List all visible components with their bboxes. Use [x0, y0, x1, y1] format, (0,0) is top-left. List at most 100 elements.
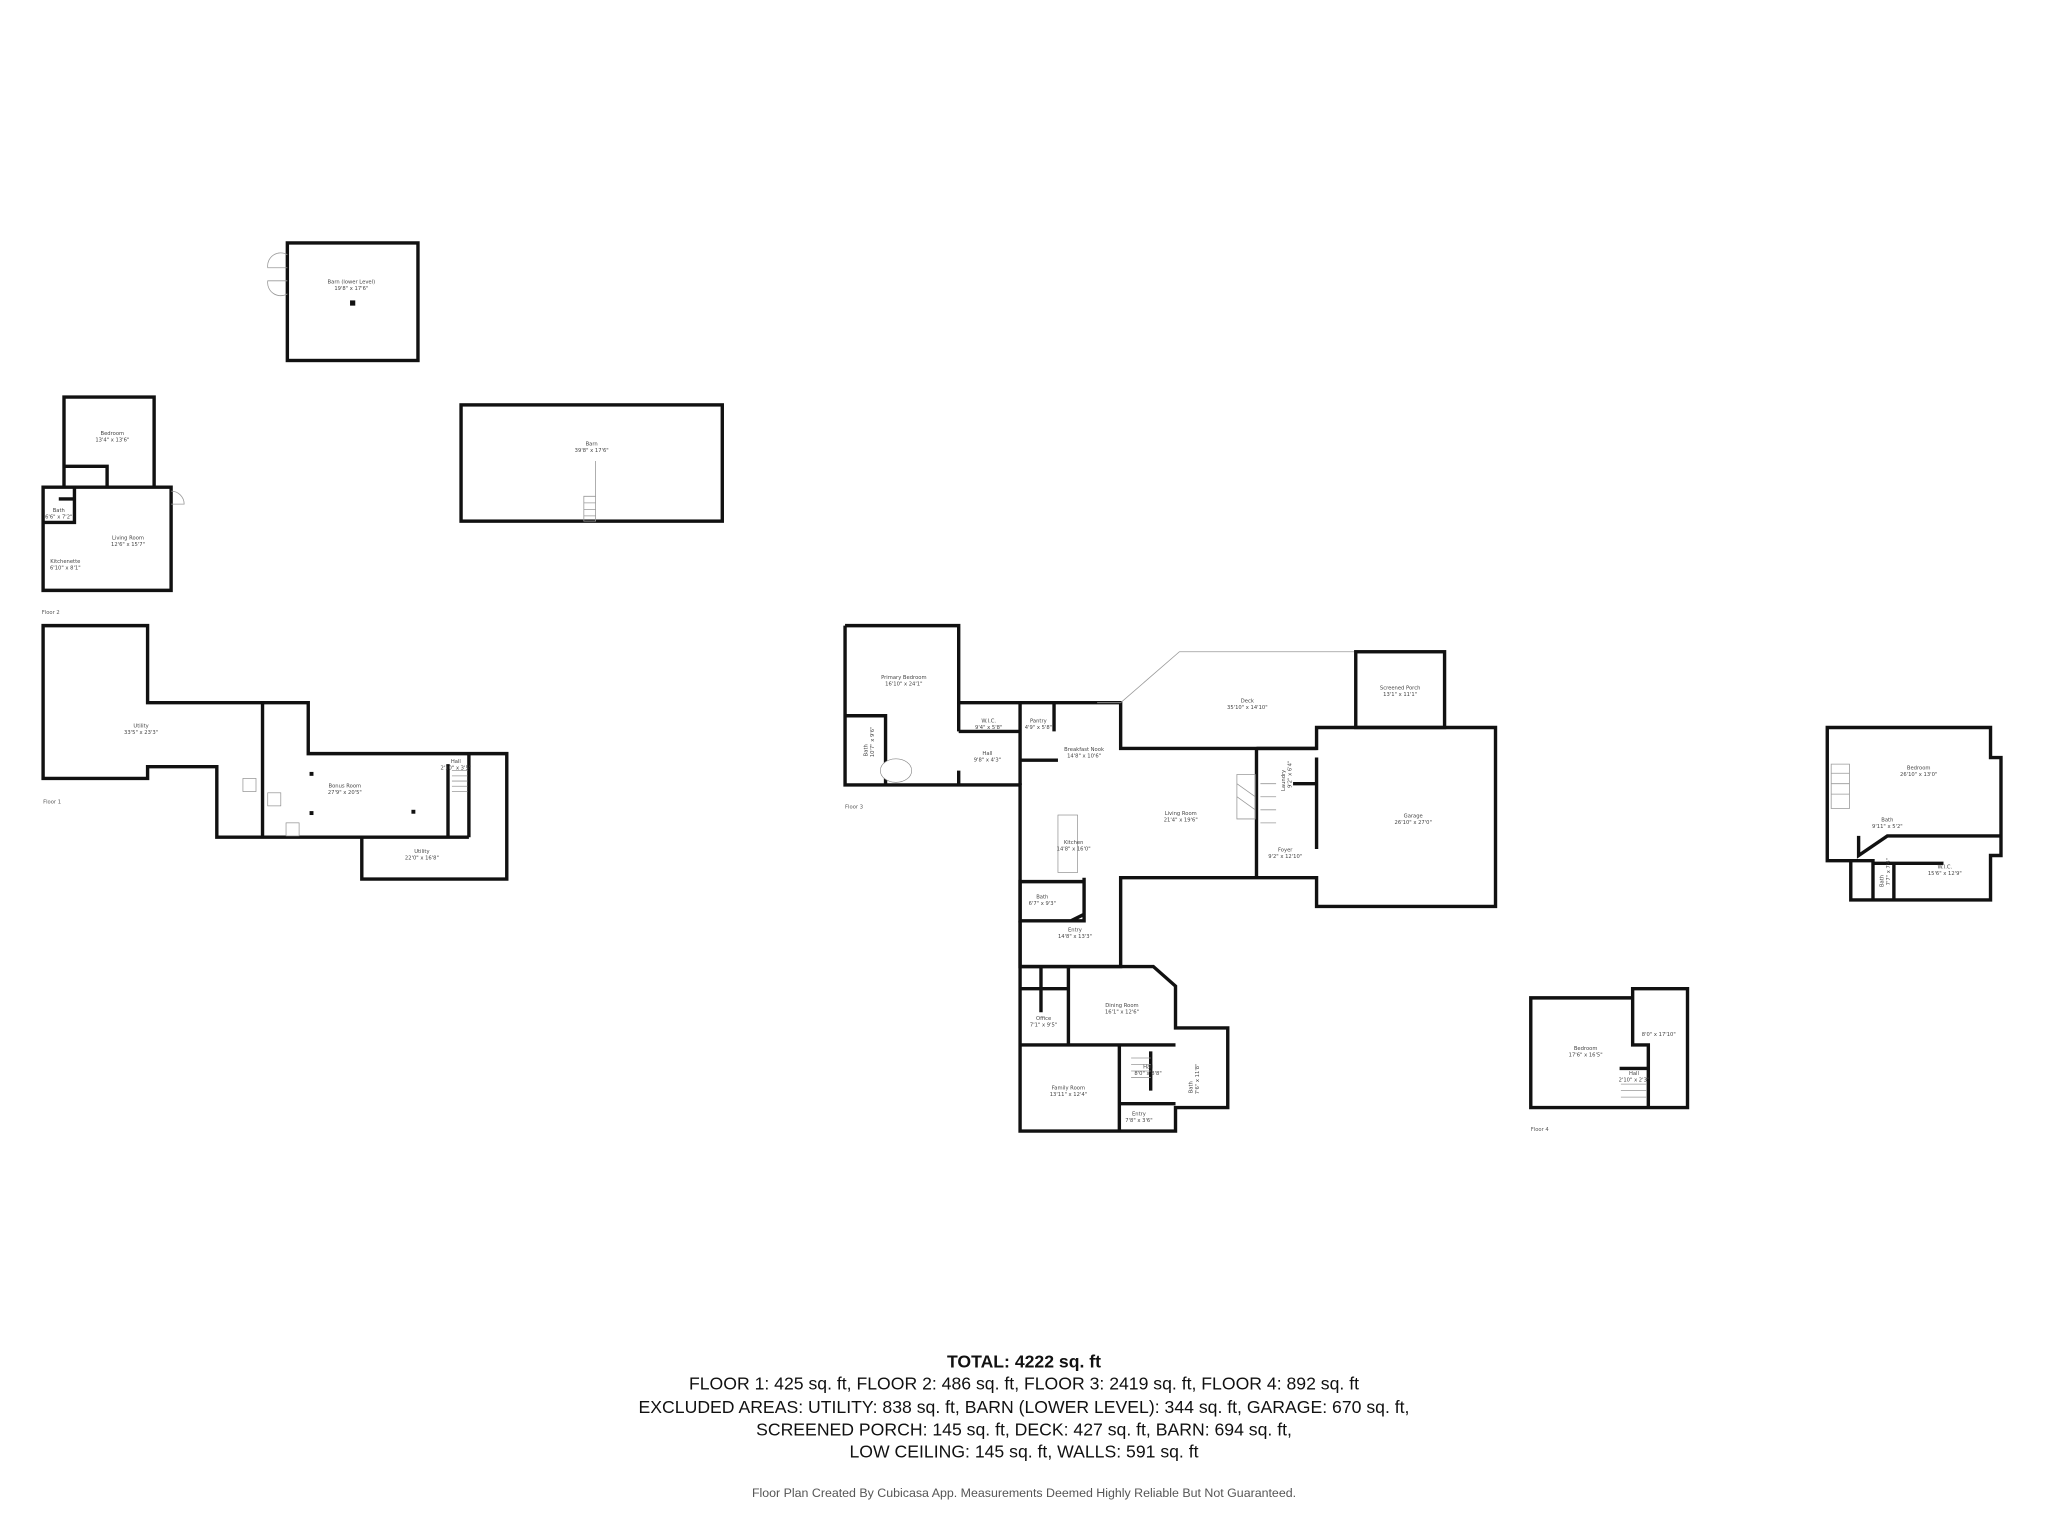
room-dims: 14'8" x 13'3": [1058, 934, 1092, 940]
room-dims: 17'6" x 16'5": [1569, 1053, 1603, 1059]
room-name: Hall: [1629, 1071, 1639, 1077]
total-area: TOTAL: 4222 sq. ft: [947, 1352, 1101, 1372]
room-dims: 13'1" x 11'1": [1383, 692, 1417, 698]
room-dims: 10'7" x 9'6": [870, 727, 876, 758]
disclaimer: Floor Plan Created By Cubicasa App. Meas…: [752, 1486, 1296, 1500]
room-name: Breakfast Nook: [1064, 747, 1104, 753]
svg-text:Barn (lower Level)19'8" x 17'6: Barn (lower Level)19'8" x 17'6": [328, 279, 376, 292]
room-name: Screened Porch: [1380, 686, 1421, 692]
room-dims: 7'1" x 9'5": [1030, 1023, 1057, 1029]
summary-line: LOW CEILING: 145 sq. ft, WALLS: 591 sq. …: [849, 1442, 1198, 1462]
room-dims: 8'0" x 17'10": [1642, 1032, 1676, 1038]
room-dims: 35'10" x 14'10": [1227, 705, 1268, 711]
svg-text:Bath7'7" x 7'4": Bath7'7" x 7'4": [1879, 858, 1892, 887]
room-name: Deck: [1241, 699, 1254, 705]
svg-text:Bath10'7" x 9'6": Bath10'7" x 9'6": [863, 727, 876, 758]
room-name: Living Room: [112, 535, 144, 541]
room-name: W.I.C.: [981, 718, 996, 724]
floor-label: Floor 1: [43, 799, 61, 805]
room-name: Entry: [1068, 927, 1082, 933]
room-name: Garage: [1404, 814, 1423, 820]
room-dims: 27'9" x 20'5": [328, 790, 362, 796]
room-name: Hall: [982, 751, 992, 757]
room-dims: 6'6" x 7'2": [45, 515, 72, 521]
room-name: Hall: [451, 759, 461, 765]
room-name: Laundry: [1281, 770, 1287, 791]
room-name: Kitchenette: [50, 559, 80, 565]
room-dims: 2'10" x 3'5": [440, 765, 471, 771]
room-dims: 16'1" x 12'6": [1105, 1010, 1139, 1016]
room-name: Dining Room: [1105, 1003, 1138, 1009]
room-dims: 26'10" x 13'0": [1900, 772, 1937, 778]
room-dims: 9'8" x 4'3": [974, 757, 1001, 763]
room-name: Pantry: [1030, 718, 1047, 724]
room-dims: 26'10" x 27'0": [1395, 820, 1432, 826]
svg-text:Laundry9'2" x 6'4": Laundry9'2" x 6'4": [1281, 761, 1294, 791]
room-dims: 6'7" x 9'3": [1029, 901, 1056, 907]
room-dims: 14'8" x 10'6": [1067, 754, 1101, 760]
room-name: Living Room: [1165, 811, 1197, 817]
room-name: W.I.C.: [1937, 865, 1952, 871]
room-dims: 9'4" x 5'8": [975, 725, 1002, 731]
room-dims: 7'7" x 7'4": [1886, 858, 1892, 885]
room-dims: 39'8" x 17'6": [575, 448, 609, 454]
room-dims: 9'11" x 5'2": [1872, 824, 1903, 830]
room-name: Bedroom: [1907, 765, 1931, 771]
room-name: Bath: [1188, 1081, 1194, 1093]
svg-text:W.I.C.15'6" x 12'9": W.I.C.15'6" x 12'9": [1928, 865, 1962, 878]
summary-line: EXCLUDED AREAS: UTILITY: 838 sq. ft, BAR…: [639, 1397, 1410, 1417]
room-dims: 22'0" x 16'8": [405, 855, 439, 861]
summary-line: SCREENED PORCH: 145 sq. ft, DECK: 427 sq…: [756, 1419, 1292, 1439]
svg-text:W.I.C.9'4" x 5'8": W.I.C.9'4" x 5'8": [975, 718, 1002, 731]
room-name: Bath: [1036, 895, 1048, 901]
summary-line: FLOOR 1: 425 sq. ft, FLOOR 2: 486 sq. ft…: [689, 1374, 1359, 1394]
floor-label: Floor 4: [1531, 1127, 1550, 1133]
room-name: Bedroom: [101, 431, 125, 437]
floor-label: Floor 3: [845, 804, 863, 810]
floor-label: Floor 2: [42, 610, 60, 616]
barn-lower-level: Barn (lower Level)19'8" x 17'6": [267, 241, 420, 363]
room-dims: 4'9" x 5'8": [1025, 725, 1052, 731]
room-dims: 7'8" x 3'6": [1125, 1118, 1152, 1124]
room-name: Barn: [586, 441, 598, 447]
room-dims: 9'2" x 12'10": [1268, 854, 1302, 860]
area-summary: TOTAL: 4222 sq. ft FLOOR 1: 425 sq. ft, …: [639, 1352, 1410, 1500]
room-dims: 12'6" x 15'7": [111, 542, 145, 548]
room-name: Bath: [863, 744, 869, 756]
room-name: Primary Bedroom: [881, 675, 926, 681]
room-name: Foyer: [1278, 848, 1293, 854]
room-name: Bath: [53, 508, 65, 514]
room-dims: 6'10" x 8'1": [50, 565, 81, 571]
room-dims: 16'10" x 24'1": [885, 682, 922, 688]
room-name: Bath: [1881, 818, 1893, 824]
room-dims: 21'4" x 19'6": [1164, 818, 1198, 824]
room-dims: 8'0" x 8'8": [1134, 1071, 1161, 1077]
room-dims: 13'11" x 12'4": [1050, 1092, 1087, 1098]
room-dims: 15'6" x 12'9": [1928, 871, 1962, 877]
